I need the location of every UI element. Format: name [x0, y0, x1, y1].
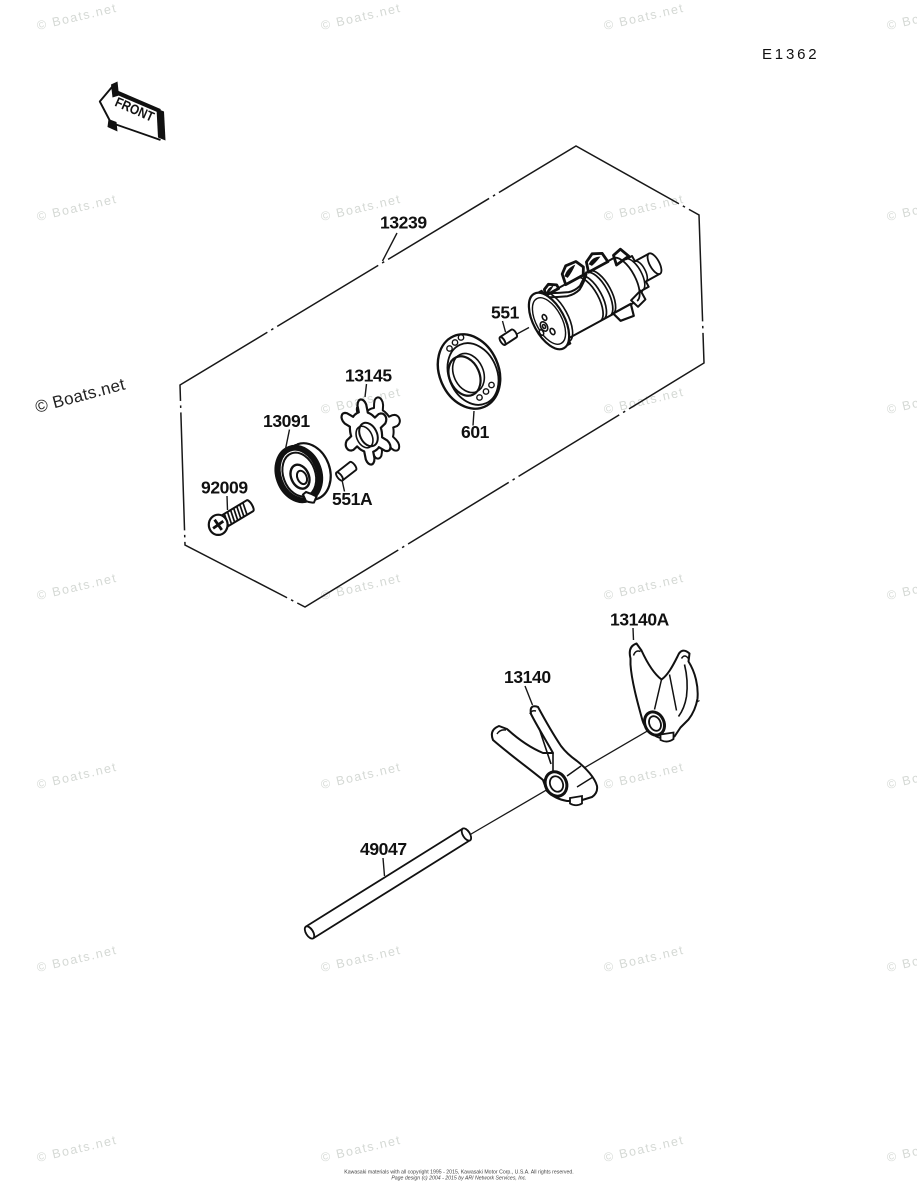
svg-text:13239: 13239	[380, 213, 427, 233]
svg-text:13140: 13140	[504, 667, 551, 687]
svg-text:© Boats.net: © Boats.net	[603, 571, 686, 603]
svg-text:13091: 13091	[263, 411, 310, 431]
svg-text:© Boats.net: © Boats.net	[320, 1133, 403, 1165]
svg-text:© Boats.net: © Boats.net	[33, 375, 127, 417]
svg-text:© Boats.net: © Boats.net	[320, 571, 403, 603]
svg-text:© Boats.net: © Boats.net	[886, 385, 917, 417]
svg-text:© Boats.net: © Boats.net	[36, 1133, 119, 1165]
svg-text:© Boats.net: © Boats.net	[886, 192, 917, 224]
svg-text:© Boats.net: © Boats.net	[603, 192, 686, 224]
svg-text:551A: 551A	[332, 489, 373, 509]
svg-text:© Boats.net: © Boats.net	[603, 385, 686, 417]
svg-text:92009: 92009	[201, 478, 248, 498]
svg-text:13145: 13145	[345, 366, 392, 386]
svg-text:© Boats.net: © Boats.net	[603, 943, 686, 975]
svg-text:601: 601	[461, 422, 490, 442]
svg-text:© Boats.net: © Boats.net	[36, 192, 119, 224]
svg-text:© Boats.net: © Boats.net	[886, 760, 917, 792]
svg-text:Page design (c) 2004 - 2015 by: Page design (c) 2004 - 2015 by ARI Netwo…	[391, 1176, 526, 1182]
svg-text:© Boats.net: © Boats.net	[603, 1, 686, 33]
svg-text:49047: 49047	[360, 839, 407, 859]
svg-text:© Boats.net: © Boats.net	[603, 1133, 686, 1165]
svg-text:© Boats.net: © Boats.net	[320, 760, 403, 792]
svg-text:© Boats.net: © Boats.net	[36, 571, 119, 603]
svg-text:13140A: 13140A	[610, 610, 670, 630]
svg-text:© Boats.net: © Boats.net	[603, 760, 686, 792]
svg-text:551: 551	[491, 303, 520, 323]
svg-text:© Boats.net: © Boats.net	[886, 943, 917, 975]
svg-text:© Boats.net: © Boats.net	[886, 1133, 917, 1165]
svg-text:© Boats.net: © Boats.net	[36, 943, 119, 975]
svg-text:© Boats.net: © Boats.net	[320, 1, 403, 33]
svg-text:© Boats.net: © Boats.net	[886, 1, 917, 33]
svg-text:© Boats.net: © Boats.net	[886, 571, 917, 603]
svg-text:Kawasaki materials with all co: Kawasaki materials with all copyright 19…	[344, 1170, 574, 1176]
svg-text:E1362: E1362	[762, 46, 819, 63]
svg-text:© Boats.net: © Boats.net	[320, 943, 403, 975]
svg-text:© Boats.net: © Boats.net	[36, 1, 119, 33]
svg-text:© Boats.net: © Boats.net	[36, 760, 119, 792]
